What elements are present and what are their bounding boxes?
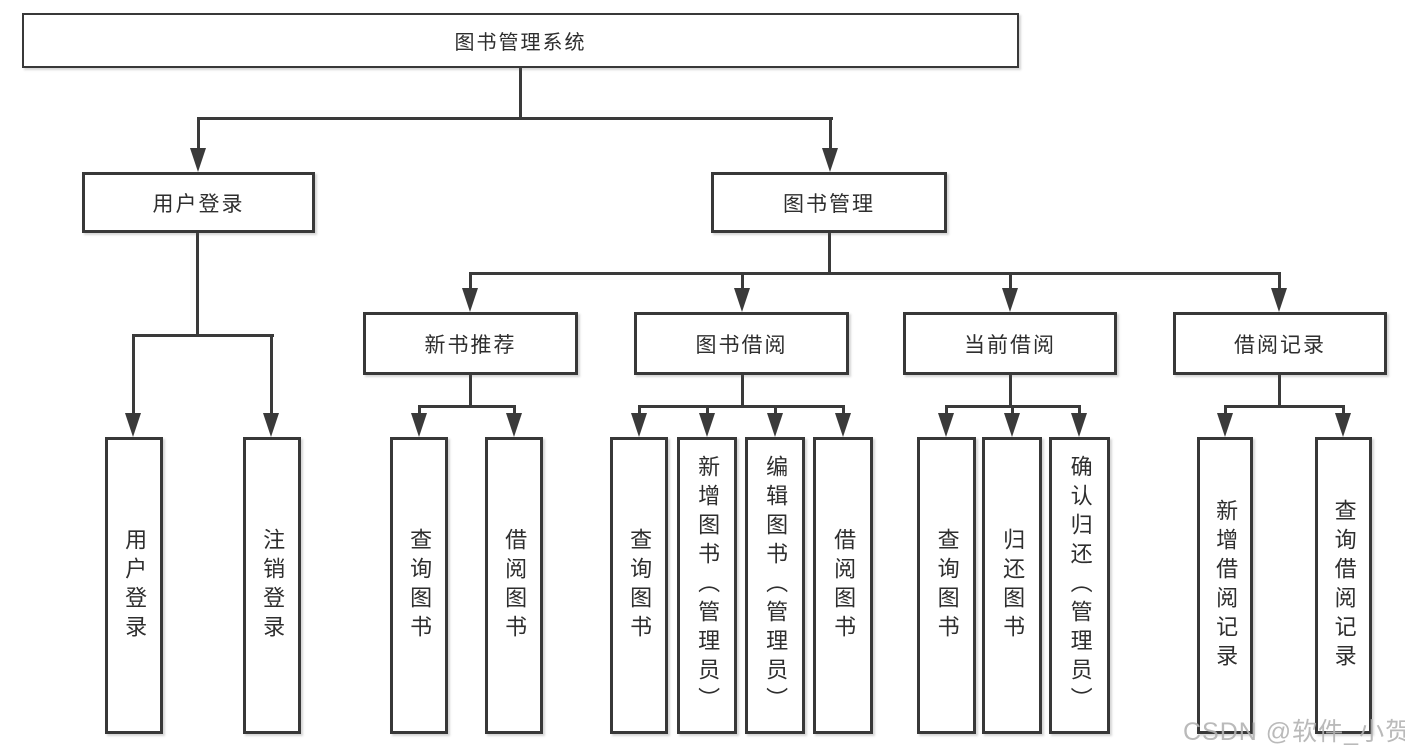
connector-line	[1278, 274, 1281, 290]
connector-line	[638, 407, 641, 415]
connector-line	[1011, 407, 1014, 415]
connector-line	[469, 272, 1281, 275]
node-label: 查询图书	[627, 527, 653, 644]
connector-line	[1078, 407, 1081, 415]
node-label: 新增图书（管理员）	[695, 455, 721, 716]
leaf-borrow-books: 借阅图书	[485, 437, 543, 734]
connector-line	[774, 407, 777, 415]
node-label: 查询图书	[407, 527, 433, 644]
node-book-management: 图书管理	[711, 172, 947, 233]
connector-line	[197, 117, 833, 120]
node-label: 注销登录	[260, 527, 286, 644]
node-label: 图书管理系统	[454, 32, 587, 54]
connector-line	[519, 68, 522, 119]
arrow-down-icon	[767, 413, 783, 437]
connector-line	[418, 407, 421, 415]
arrow-down-icon	[1004, 413, 1020, 437]
leaf-confirm-return-admin: 确认归还（管理员）	[1049, 437, 1110, 734]
leaf-logout: 注销登录	[243, 437, 301, 734]
connector-line	[741, 375, 744, 407]
node-label: 确认归还（管理员）	[1067, 455, 1093, 716]
connector-line	[638, 405, 845, 408]
node-label: 用户登录	[122, 527, 148, 644]
node-borrowing-records: 借阅记录	[1173, 312, 1387, 375]
node-user-login: 用户登录	[82, 172, 315, 233]
node-label: 查询借阅记录	[1331, 498, 1357, 673]
connector-line	[197, 118, 200, 150]
connector-line	[1224, 407, 1227, 415]
leaf-query-books: 查询图书	[390, 437, 448, 734]
node-label: 当前借阅	[964, 333, 1056, 357]
node-label: 归还图书	[1000, 527, 1026, 644]
connector-line	[270, 336, 273, 414]
arrow-down-icon	[263, 413, 279, 437]
node-current-borrowing: 当前借阅	[903, 312, 1117, 375]
connector-line	[1009, 274, 1012, 290]
node-label: 借阅记录	[1234, 333, 1326, 357]
arrow-down-icon	[822, 148, 838, 172]
arrow-down-icon	[699, 413, 715, 437]
connector-line	[1342, 407, 1345, 415]
connector-line	[945, 407, 948, 415]
node-label: 借阅图书	[831, 527, 857, 644]
node-label: 图书管理	[783, 192, 875, 216]
connector-line	[828, 233, 831, 274]
connector-line	[1224, 405, 1345, 408]
leaf-user-login: 用户登录	[105, 437, 163, 734]
leaf-edit-books-admin: 编辑图书（管理员）	[745, 437, 805, 734]
node-label: 新增借阅记录	[1213, 498, 1239, 673]
connector-line	[469, 274, 472, 290]
connector-line	[132, 334, 274, 337]
node-label: 借阅图书	[502, 527, 528, 644]
leaf-add-books-admin: 新增图书（管理员）	[677, 437, 737, 734]
leaf-borrow-books-2: 借阅图书	[813, 437, 873, 734]
connector-line	[1278, 375, 1281, 407]
arrow-down-icon	[411, 413, 427, 437]
arrow-down-icon	[1071, 413, 1087, 437]
connector-line	[829, 118, 832, 150]
connector-line	[945, 405, 1081, 408]
connector-line	[741, 274, 744, 290]
arrow-down-icon	[1002, 288, 1018, 312]
connector-line	[196, 233, 199, 335]
arrow-down-icon	[506, 413, 522, 437]
arrow-down-icon	[734, 288, 750, 312]
node-root-library-system: 图书管理系统	[22, 13, 1019, 68]
connector-line	[469, 375, 472, 407]
leaf-query-borrow-record: 查询借阅记录	[1315, 437, 1372, 734]
arrow-down-icon	[1335, 413, 1351, 437]
leaf-query-books-2: 查询图书	[610, 437, 668, 734]
leaf-query-books-3: 查询图书	[917, 437, 976, 734]
connector-line	[418, 405, 516, 408]
connector-line	[132, 336, 135, 414]
node-book-borrowing: 图书借阅	[634, 312, 849, 375]
node-label: 编辑图书（管理员）	[763, 455, 789, 716]
arrow-down-icon	[1217, 413, 1233, 437]
arrow-down-icon	[125, 413, 141, 437]
leaf-add-borrow-record: 新增借阅记录	[1197, 437, 1253, 734]
node-new-book-recommend: 新书推荐	[363, 312, 578, 375]
arrow-down-icon	[938, 413, 954, 437]
node-label: 用户登录	[152, 192, 245, 216]
connector-line	[1009, 375, 1012, 407]
arrow-down-icon	[462, 288, 478, 312]
connector-line	[842, 407, 845, 415]
node-label: 新书推荐	[424, 333, 517, 357]
arrow-down-icon	[631, 413, 647, 437]
arrow-down-icon	[1271, 288, 1287, 312]
arrow-down-icon	[835, 413, 851, 437]
csdn-watermark: CSDN @软件_小贺同学	[1183, 718, 1405, 746]
node-label: 查询图书	[934, 527, 960, 644]
leaf-return-books: 归还图书	[982, 437, 1042, 734]
connector-line	[513, 407, 516, 415]
connector-line	[706, 407, 709, 415]
arrow-down-icon	[190, 148, 206, 172]
node-label: 图书借阅	[695, 333, 788, 357]
